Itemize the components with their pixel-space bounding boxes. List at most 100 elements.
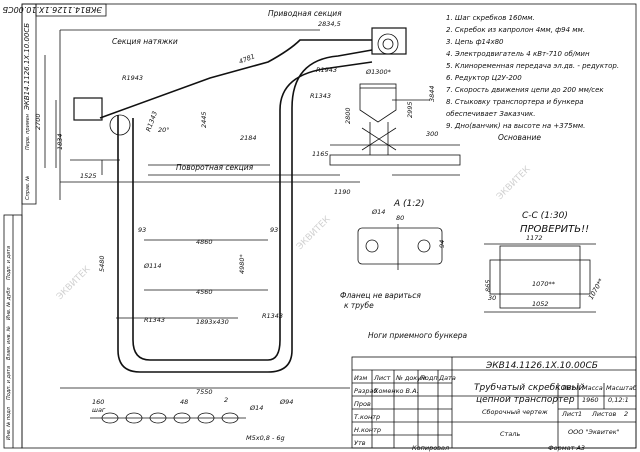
- tb-list: Лист: [373, 374, 391, 382]
- dim-4781: 4781: [238, 52, 256, 66]
- radius-1943a: R1943: [316, 66, 337, 74]
- note-6: 6. Редуктор Ц2У-200: [446, 74, 522, 82]
- note-3: 3. Цепь ф14х80: [446, 38, 504, 46]
- dim-48: 48: [180, 398, 188, 406]
- tb-razrab: Разраб: [354, 387, 377, 395]
- legs-note: Ноги приемного бункера: [368, 331, 468, 340]
- tb-utv: Утв: [354, 439, 366, 447]
- flange-note-line1: Фланец не вариться: [340, 291, 421, 300]
- receiving-hopper: [359, 83, 397, 155]
- top-code: ЭКВ14.1126.1Х.10.00СБ: [2, 5, 103, 14]
- tension-section-label: Секция натяжки: [112, 37, 178, 46]
- note-8b: обеспечивает Заказчик.: [446, 110, 536, 118]
- dim-1052: 1052: [532, 300, 549, 308]
- dim-2: 2: [224, 396, 228, 404]
- format-label: Формат А3: [548, 444, 585, 452]
- note-5: 5. Клиноременная передача эл.дв. - редук…: [446, 62, 619, 70]
- dim-1190: 1190: [334, 188, 351, 196]
- turn-section-label: Поворотная секция: [176, 163, 254, 172]
- dim-7550: 7550: [196, 388, 213, 396]
- tb-izm: Изм: [354, 374, 367, 382]
- radius-1343d: R1343: [144, 110, 159, 133]
- drawing-title-2: цепной транспортер: [476, 395, 575, 405]
- dim-d94: Ø94: [279, 398, 293, 406]
- tb-sheet-label: Лист: [561, 410, 579, 418]
- watermark-3: ЭКВИТЕК: [495, 164, 533, 202]
- side-inv-dubl: Инв. № дубл: [6, 287, 12, 320]
- copied-label: Копировал: [412, 444, 449, 452]
- chain-detail: [90, 412, 246, 424]
- tb-prov: Пров: [354, 400, 371, 408]
- base-label: Основание: [498, 133, 541, 142]
- dim-2995: 2995: [406, 101, 414, 118]
- tb-lit: Лит: [561, 384, 575, 392]
- side-vzam: Взам. инв. №: [6, 326, 12, 360]
- dim-4860: 4860: [196, 238, 213, 246]
- note-1: 1. Шаг скребков 160мм.: [446, 14, 535, 22]
- check-label: ПРОВЕРИТЬ!!: [520, 224, 589, 235]
- dim-1070a: 1070**: [532, 280, 556, 288]
- note-7: 7. Скорость движения цепи до 200 мм/сек: [446, 86, 604, 94]
- tb-podp: Подп: [420, 374, 438, 382]
- radius-1343c: R1343: [262, 312, 283, 320]
- dim-93a: 93: [138, 226, 146, 234]
- dim-4560: 4560: [196, 288, 213, 296]
- radius-1343b: R1343: [144, 316, 165, 324]
- dim-2700: 2700: [34, 113, 42, 130]
- dim-3844: 3844: [428, 85, 436, 102]
- drawing-subtitle: Сборочный чертеж: [482, 408, 548, 416]
- angle-20: 20°: [158, 126, 170, 134]
- dim-2184: 2184: [240, 134, 257, 142]
- dim-d14: Ø14: [249, 404, 263, 412]
- dim-1834: 1834: [56, 133, 64, 150]
- tb-masshtab: Масштаб: [606, 384, 637, 392]
- tension-box: [73, 97, 103, 121]
- flange-note-line2: к трубе: [344, 301, 374, 310]
- dim-d1300: Ø1300*: [365, 68, 392, 76]
- view-a-label: А (1:2): [393, 199, 425, 209]
- drawing-code: ЭКВ14.1126.1Х.10.00СБ: [485, 361, 598, 371]
- drive-box: [371, 27, 407, 55]
- tb-razrab-name: Хоменко В.А.: [373, 387, 419, 395]
- dim-d14-view: Ø14: [371, 208, 385, 216]
- drive-section-label: Приводная секция: [268, 9, 342, 18]
- mass-value: 1960: [582, 396, 599, 404]
- side-code: ЭКВ14.1126.1Х.10.00СБ: [23, 23, 31, 111]
- note-9: 9. Дно(ванчик) на высоте на +375мм.: [446, 122, 585, 130]
- dim-2800: 2800: [344, 107, 352, 124]
- tb-data: Дата: [438, 374, 456, 382]
- perv-strip: [21, 3, 37, 205]
- dim-d114: Ø114: [143, 262, 162, 270]
- dim-4980: 4980*: [238, 253, 246, 274]
- note-2: 2. Скребок из капролон 4мм, ф94 мм.: [446, 26, 585, 34]
- dim-1525: 1525: [80, 172, 97, 180]
- dim-80: 80: [396, 214, 404, 222]
- view-cc-label: С-С (1:30): [522, 211, 568, 221]
- dim-300: 300: [426, 130, 438, 138]
- general-notes: 1. Шаг скребков 160мм. 2. Скребок из кап…: [446, 14, 619, 130]
- dim-93b: 93: [270, 226, 278, 234]
- note-8: 8. Стыковку транспортера и бункера: [446, 98, 584, 106]
- dim-2445: 2445: [200, 111, 208, 128]
- radius-1943b: R1943: [122, 74, 143, 82]
- dim-30: 30: [488, 294, 496, 302]
- material: Сталь: [500, 430, 520, 438]
- dim-5480: 5480: [98, 255, 106, 272]
- top-code-box: [35, 3, 107, 17]
- dim-94-view: 94: [438, 240, 446, 248]
- thread-m5: M5x0,8 - 6g: [246, 434, 285, 442]
- conveyor-pipe: [99, 39, 373, 373]
- title-block: [351, 356, 637, 449]
- dim-1172: 1172: [526, 234, 543, 242]
- note-4: 4. Электродвигатель 4 кВт-710 об/мин: [446, 50, 590, 58]
- detail-view-a: [357, 224, 443, 270]
- side-podp-data: Подп. и дата: [6, 366, 12, 400]
- dim-160: 160: [92, 398, 104, 406]
- dim-865: 865: [484, 280, 492, 292]
- company: ООО "Эквитек": [568, 428, 620, 436]
- watermark: ЭКВИТЕК: [55, 264, 93, 302]
- detail-view-cc: [484, 243, 596, 313]
- base-plate: [329, 154, 461, 166]
- scale-value: 0,12:1: [608, 396, 629, 404]
